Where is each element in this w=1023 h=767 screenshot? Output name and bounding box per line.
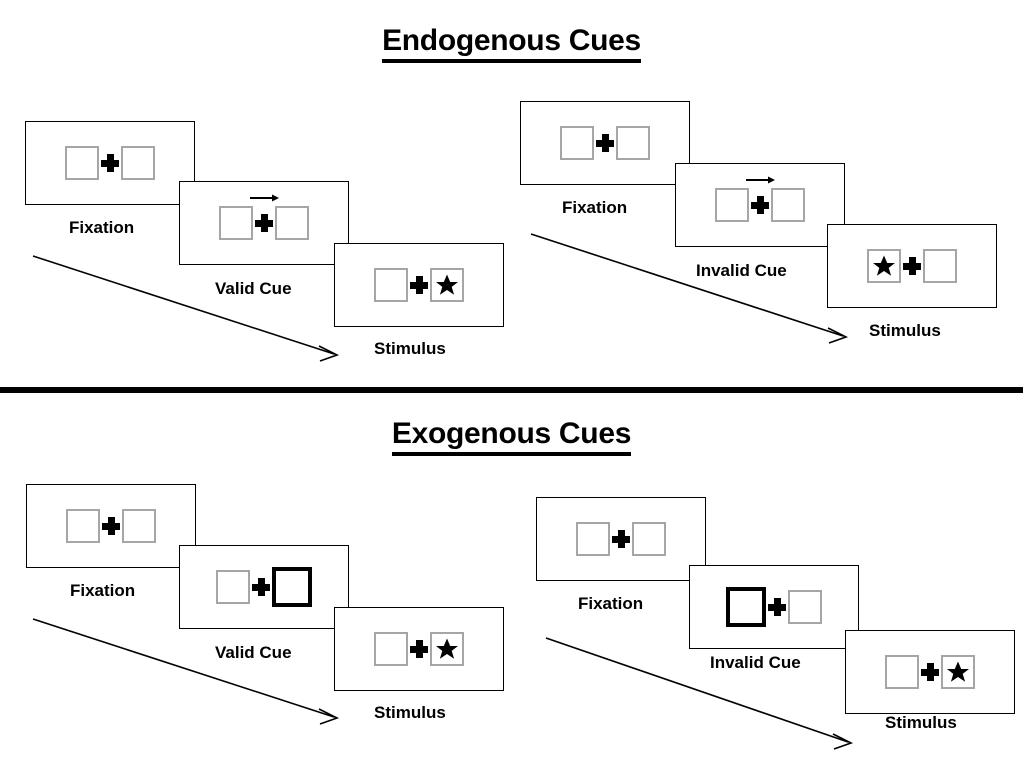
target-box-left	[867, 249, 901, 283]
trial-frame-endogenous-valid-stimulus	[334, 243, 504, 327]
stimulus-row	[216, 567, 312, 607]
plus-icon	[610, 522, 632, 556]
plus-icon	[250, 570, 272, 604]
placeholder-box-right	[616, 126, 650, 160]
plus-icon	[250, 194, 279, 240]
placeholder-box-right	[771, 188, 805, 222]
stimulus-row	[560, 126, 650, 160]
placeholder-box-left	[66, 509, 100, 543]
placeholder-box-left	[885, 655, 919, 689]
stage-label-exogenous-invalid-fixation: Fixation	[578, 594, 644, 613]
stimulus-row	[219, 194, 309, 240]
placeholder-box-right	[923, 249, 957, 283]
stimulus-row	[867, 249, 957, 283]
placeholder-box-left	[65, 146, 99, 180]
trial-frame-exogenous-valid-cue	[179, 545, 349, 629]
placeholder-box-left	[219, 206, 253, 240]
placeholder-box-left	[560, 126, 594, 160]
diagonal-arrow-icon-exogenous-valid	[32, 618, 340, 725]
star-icon	[436, 638, 458, 659]
star-icon	[947, 661, 969, 682]
placeholder-box-left	[216, 570, 250, 604]
plus-icon	[408, 632, 430, 666]
plus-icon	[746, 176, 775, 222]
stimulus-row	[374, 268, 464, 302]
stage-label-endogenous-valid-cue: Valid Cue	[215, 279, 292, 298]
stage-label-endogenous-invalid-stimulus: Stimulus	[869, 321, 941, 340]
stage-label-endogenous-valid-fixation: Fixation	[69, 218, 135, 237]
placeholder-box-left	[715, 188, 749, 222]
plus-icon	[408, 268, 430, 302]
stimulus-row	[715, 176, 805, 222]
target-box-right	[430, 632, 464, 666]
trial-frame-endogenous-valid-cue	[179, 181, 349, 265]
plus-icon	[766, 590, 788, 624]
plus-icon	[99, 146, 121, 180]
target-box-right	[941, 655, 975, 689]
placeholder-box-right	[275, 206, 309, 240]
target-box-right	[430, 268, 464, 302]
stage-label-endogenous-invalid-fixation: Fixation	[562, 198, 628, 217]
section-title-endogenous: Endogenous Cues	[0, 24, 1023, 63]
stage-label-exogenous-valid-cue: Valid Cue	[215, 643, 292, 662]
stage-label-exogenous-valid-fixation: Fixation	[70, 581, 136, 600]
cue-box-left	[726, 587, 766, 627]
star-icon	[436, 274, 458, 295]
stimulus-row	[374, 632, 464, 666]
stage-label-endogenous-valid-stimulus: Stimulus	[374, 339, 446, 358]
plus-icon	[901, 249, 923, 283]
stage-label-exogenous-invalid-cue: Invalid Cue	[710, 653, 801, 672]
plus-icon	[919, 655, 941, 689]
section-title-exogenous: Exogenous Cues	[0, 417, 1023, 456]
plus-icon	[100, 509, 122, 543]
stimulus-row	[66, 509, 156, 543]
placeholder-box-right	[122, 509, 156, 543]
arrow-right-icon	[746, 176, 775, 184]
trial-frame-exogenous-invalid-fixation	[536, 497, 706, 581]
trial-frame-exogenous-valid-stimulus	[334, 607, 504, 691]
stimulus-row	[576, 522, 666, 556]
cue-box-right	[272, 567, 312, 607]
stimulus-row	[726, 587, 822, 627]
stage-label-exogenous-valid-stimulus: Stimulus	[374, 703, 446, 722]
placeholder-box-left	[576, 522, 610, 556]
placeholder-box-left	[374, 268, 408, 302]
placeholder-box-right	[121, 146, 155, 180]
plus-icon	[594, 126, 616, 160]
section-title-exogenous-text: Exogenous Cues	[391, 417, 631, 456]
trial-frame-exogenous-invalid-stimulus	[845, 630, 1015, 714]
section-title-endogenous-text: Endogenous Cues	[382, 24, 641, 63]
placeholder-box-right	[788, 590, 822, 624]
diagonal-arrow-icon-endogenous-valid	[32, 255, 340, 362]
stage-label-exogenous-invalid-stimulus: Stimulus	[885, 713, 957, 732]
trial-frame-endogenous-valid-fixation	[25, 121, 195, 205]
placeholder-box-right	[632, 522, 666, 556]
trial-frame-exogenous-valid-fixation	[26, 484, 196, 568]
trial-frame-endogenous-invalid-cue	[675, 163, 845, 247]
arrow-right-icon	[250, 194, 279, 202]
section-divider	[0, 387, 1023, 393]
placeholder-box-left	[374, 632, 408, 666]
diagonal-arrow-icon-exogenous-invalid	[545, 637, 854, 750]
star-icon	[873, 255, 895, 276]
stimulus-row	[65, 146, 155, 180]
trial-frame-exogenous-invalid-cue	[689, 565, 859, 649]
trial-frame-endogenous-invalid-fixation	[520, 101, 690, 185]
trial-frame-endogenous-invalid-stimulus	[827, 224, 997, 308]
stimulus-row	[885, 655, 975, 689]
stage-label-endogenous-invalid-cue: Invalid Cue	[696, 261, 787, 280]
